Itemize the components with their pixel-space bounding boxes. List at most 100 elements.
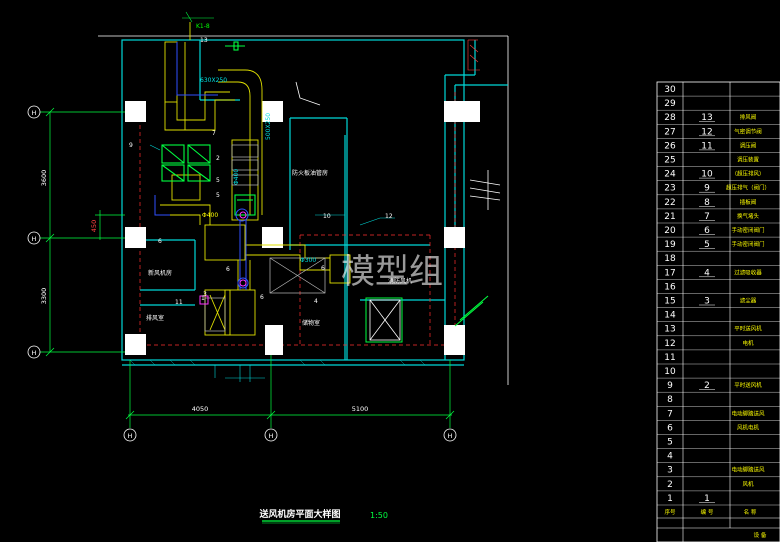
dim-450: 450: [90, 220, 98, 232]
schedule-row-code: 5: [704, 240, 710, 250]
schedule-row-no: 24: [664, 170, 676, 180]
schedule-row-no: 2: [667, 480, 673, 490]
schedule-row-no: 11: [664, 353, 675, 363]
equip-tag: 1: [201, 295, 205, 302]
green-box: [365, 297, 403, 343]
cyan-leaders: [149, 144, 395, 382]
equip-tag: 10: [323, 213, 331, 220]
dim-3300: 3300: [40, 288, 48, 305]
schedule-row-no: 18: [664, 254, 676, 264]
header-mark: K1-8: [196, 23, 210, 30]
duct-label-4: Φ300: [300, 257, 316, 264]
schedule-row-name: 插板阀: [740, 198, 757, 206]
watermark: 模型组: [341, 252, 443, 292]
schedule-row-no: 17: [664, 268, 675, 278]
building-walls: [121, 39, 508, 366]
red-dashed-lines: [139, 92, 456, 346]
schedule-row-no: 23: [664, 184, 675, 194]
schedule-header-code: 编 号: [701, 508, 714, 516]
schedule-row-code: 13: [701, 113, 712, 123]
equip-tag: 9: [129, 142, 133, 149]
schedule-row-no: 22: [664, 198, 675, 208]
duct-fittings: [204, 144, 326, 332]
axis-bubble: [27, 105, 41, 119]
equip-tag: 3: [203, 291, 207, 298]
schedule-row-no: 10: [664, 367, 676, 377]
axis-label-h1: H: [128, 432, 133, 440]
columns: [125, 101, 480, 355]
schedule-row-no: 6: [667, 423, 673, 433]
axis-label-h3: H: [448, 432, 453, 440]
equip-tag: 12: [385, 213, 393, 220]
equipment-tags: 1 2 3 4 5 5 6 6 6 6 7 9 10 11 12 13: [129, 37, 393, 306]
schedule-row-code: 9: [704, 184, 710, 194]
schedule-row-name: 风机电机: [737, 423, 760, 431]
equip-tag: 7: [212, 130, 216, 137]
equip-tag: 5: [216, 192, 220, 199]
schedule-row-no: 25: [664, 156, 675, 166]
duct-label-2: 500X250: [265, 113, 272, 140]
room-label-2: 新风机房: [148, 269, 172, 277]
schedule-row-name: 手动密闭阀门: [731, 226, 764, 234]
schedule-row-no: 1: [667, 494, 673, 504]
schedule-row-no: 4: [667, 452, 673, 462]
equip-tag: 4: [314, 298, 318, 305]
axis-bubbles-vertical: [27, 105, 41, 359]
schedule-row-no: 14: [664, 311, 676, 321]
room-label-1: 防火板油管房: [292, 169, 328, 177]
axis-bubble: [443, 428, 457, 442]
schedule-row-no: 15: [664, 297, 675, 307]
axis-bubbles-horizontal: [123, 428, 457, 442]
schedule-row-code: 11: [701, 141, 712, 151]
blue-pipes: [154, 42, 249, 290]
equip-tag: 11: [175, 299, 183, 306]
duct-label-5: Φ400: [233, 169, 240, 185]
axis-label-h2: H: [269, 432, 274, 440]
schedule-row-name: 平时送风机: [734, 381, 762, 389]
schedule-row-code: 1: [704, 494, 710, 504]
schedule-row-code: 10: [701, 170, 713, 180]
room-label-3: 消防风机: [388, 277, 412, 285]
schedule-row-no: 8: [667, 395, 673, 405]
dim-5100: 5100: [352, 405, 369, 413]
schedule-row-no: 29: [664, 99, 676, 109]
equip-tag: 6: [158, 238, 162, 245]
room-label-4: 排风室: [146, 314, 164, 322]
schedule-row-no: 7: [667, 409, 673, 419]
schedule-row-code: 3: [704, 297, 710, 307]
schedule-row-no: 3: [667, 466, 673, 476]
schedule-row-no: 30: [664, 85, 676, 95]
schedule-row-no: 27: [664, 127, 675, 137]
schedule-row-no: 20: [664, 226, 676, 236]
schedule-row-code: 4: [704, 268, 710, 278]
equip-tag: 6: [226, 266, 230, 273]
schedule-row-name: 气密调节阀: [734, 127, 762, 135]
axis-bubble: [264, 428, 278, 442]
drawing-border: [98, 35, 509, 385]
green-equipment: [161, 41, 489, 327]
axis-bubble: [27, 231, 41, 245]
schedule-row-code: 7: [704, 212, 710, 222]
equip-tag: 6: [260, 294, 264, 301]
equip-tag: 6: [321, 265, 325, 272]
stair-hatch: [467, 39, 480, 71]
equip-tag: 5: [216, 177, 220, 184]
schedule-row-name: 调压阀: [740, 141, 757, 149]
wall-hatch: [129, 359, 426, 366]
axis-label-v1: H: [32, 109, 37, 117]
axis-bubble: [123, 428, 137, 442]
duct-label-3: Φ400: [202, 212, 218, 219]
schedule-row-name: 电动脚踏送风: [731, 466, 765, 474]
axis-label-v3: H: [32, 349, 37, 357]
schedule-row-name: 滤尘器: [740, 297, 757, 305]
axis-label-v2: H: [32, 235, 37, 243]
schedule-row-code: 2: [704, 381, 710, 391]
equip-tag: 2: [216, 155, 220, 162]
dim-3600: 3600: [40, 170, 48, 187]
schedule-row-no: 21: [664, 212, 675, 222]
schedule-header-name: 名 称: [744, 508, 757, 516]
schedule-row-no: 5: [667, 438, 673, 448]
equip-tag: 13: [200, 37, 208, 44]
